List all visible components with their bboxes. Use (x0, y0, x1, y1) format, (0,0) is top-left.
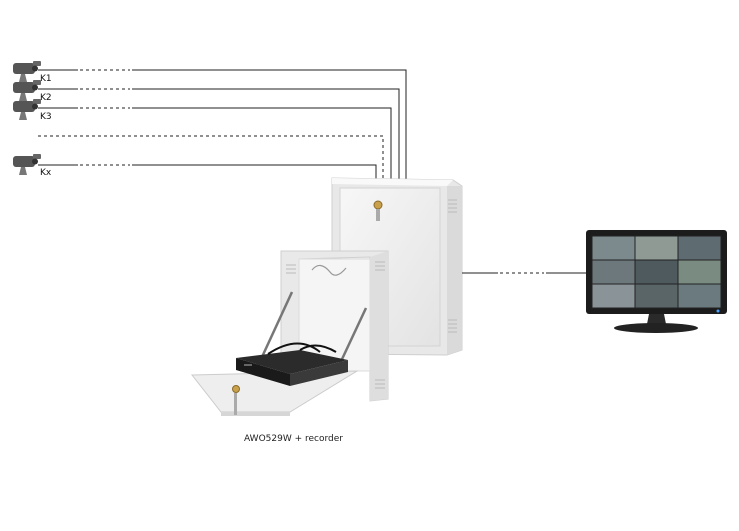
key-icon (232, 385, 240, 415)
camera-label-k1: K1 (40, 74, 52, 84)
camera-icon (13, 154, 41, 175)
camera-icon (13, 80, 41, 101)
key-icon (373, 200, 383, 221)
camera-cables (38, 69, 407, 180)
camera-icon (13, 61, 41, 82)
cable-kx (38, 164, 377, 180)
dvr-recorder-icon (236, 342, 348, 386)
cable-k2 (38, 88, 400, 180)
cable-k1 (38, 69, 407, 180)
camera-label-k2: K2 (40, 93, 52, 103)
cable-more-cameras (38, 135, 384, 180)
camera-label-k3: K3 (40, 112, 52, 122)
camera-icon (13, 99, 41, 120)
cable-k3 (38, 107, 392, 180)
open-cabinet-icon (190, 250, 389, 416)
cabinet-caption: AWO529W + recorder (244, 434, 343, 444)
camera-label-kx: Kx (40, 168, 52, 178)
monitor-icon (586, 230, 727, 333)
